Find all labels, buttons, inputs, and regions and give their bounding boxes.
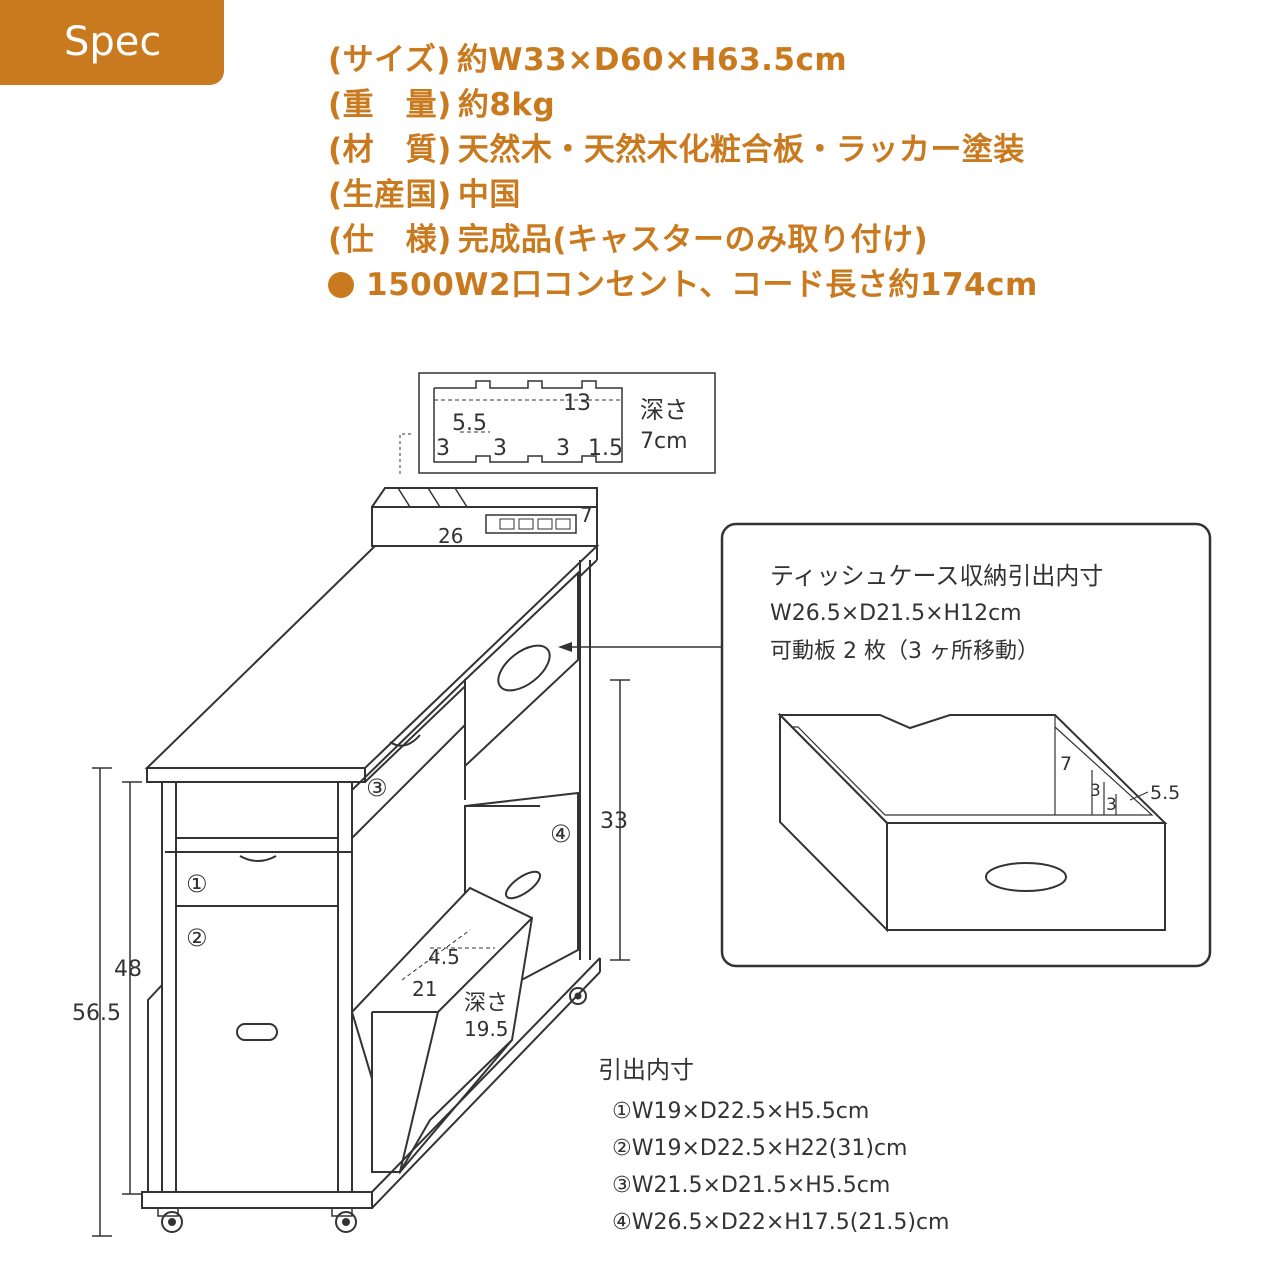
- tissue-dim-c: 5.5: [1150, 782, 1180, 804]
- spec-row-material: (材 質)天然木・天然木化粧合板・ラッカー塗装: [328, 128, 1038, 173]
- spec-value: 約8kg: [457, 87, 556, 123]
- outlet-icon: [499, 518, 515, 530]
- spec-label: (材 質): [328, 132, 452, 168]
- inner-dims-row: ③W21.5×D21.5×H5.5cm: [612, 1173, 891, 1198]
- tray-dim-c: 3: [556, 436, 570, 461]
- arrow-icon: [558, 642, 572, 652]
- marker-1: ①: [186, 870, 208, 898]
- spec-label: (生産国): [328, 177, 452, 213]
- tray-detail-frame: [418, 372, 716, 474]
- drawer-1-handle: [239, 855, 277, 862]
- tissue-title: ティッシュケース収納引出内寸: [770, 562, 1103, 590]
- tray-dim-total: 13: [563, 391, 591, 416]
- cabinet-base-side: [371, 971, 601, 1209]
- callout-leader: [558, 642, 722, 652]
- caster-icon: [331, 1207, 357, 1233]
- bullet-icon: [328, 272, 354, 298]
- marker-3: ③: [366, 774, 388, 802]
- tray-dim-section: 5.5: [452, 411, 487, 436]
- spec-row-outlet: 1500W2口コンセント、コード長さ約174cm: [328, 263, 1038, 308]
- tissue-dim-leader: [1129, 791, 1149, 801]
- tray-depth-value: 7cm: [640, 429, 688, 454]
- basket-depth-label: 深さ: [464, 991, 508, 1016]
- tissue-drawer-hole: [497, 644, 551, 692]
- outlet-strip: [485, 514, 577, 534]
- tissue-drawer-front-panel: [886, 822, 1166, 931]
- basket-dim-line: [401, 929, 471, 981]
- cabinet-base-side: [371, 957, 601, 1193]
- cabinet-left-post: [161, 781, 177, 1193]
- outlet-icon: [555, 518, 571, 530]
- caster-icon: [157, 1207, 183, 1233]
- tray-divider: [427, 487, 441, 508]
- dim-basket-45: 4.5: [428, 945, 460, 969]
- spec-value: 約W33×D60×H63.5cm: [456, 42, 848, 78]
- tissue-drawer-hole: [985, 862, 1067, 892]
- tray-divider: [454, 487, 468, 508]
- inner-dims-title: 引出内寸: [598, 1056, 694, 1084]
- basket-depth-value: 19.5: [464, 1017, 509, 1041]
- tray-divider: [397, 487, 411, 508]
- spec-row-size: (サイズ)約W33×D60×H63.5cm: [328, 38, 1038, 83]
- dim-tray-height: 7: [580, 503, 593, 527]
- tray-leader-line: [399, 433, 414, 474]
- outlet-icon: [518, 518, 534, 530]
- caster-icon: [569, 987, 587, 1005]
- spec-label: (サイズ): [328, 42, 451, 78]
- marker-2: ②: [186, 924, 208, 952]
- inner-dims-row: ②W19×D22.5×H22(31)cm: [612, 1136, 908, 1161]
- spec-list: (サイズ)約W33×D60×H63.5cm (重 量)約8kg (材 質)天然木…: [328, 38, 1038, 308]
- dim-basket-21: 21: [412, 977, 437, 1001]
- dim-height-56: 56.5: [72, 1001, 121, 1026]
- marker-4: ④: [550, 820, 572, 848]
- cabinet-top-tray-front: [371, 506, 598, 547]
- dimension-lines: [92, 679, 630, 1237]
- tray-detail: 13 5.5 3 3 3 1.5 深さ 7cm: [399, 372, 716, 474]
- spec-row-weight: (重 量)約8kg: [328, 83, 1038, 128]
- cabinet-mid-post: [337, 781, 353, 1193]
- spec-label: (仕 様): [328, 222, 452, 258]
- inner-dims-row: ④W26.5×D22×H17.5(21.5)cm: [612, 1210, 950, 1235]
- spec-row-origin: (生産国)中国: [328, 173, 1038, 218]
- tissue-dim-h: 7: [1060, 753, 1072, 775]
- outlet-icon: [537, 518, 553, 530]
- drawer-3-handle: [389, 734, 421, 747]
- tissue-dim-b: 3: [1106, 795, 1117, 815]
- tissue-note: 可動板 2 枚（3 ヶ所移動）: [770, 639, 1039, 664]
- tissue-drawer-inner: [792, 726, 1154, 816]
- spec-row-spec: (仕 様)完成品(キャスターのみ取り付け): [328, 218, 1038, 263]
- spec-value: 中国: [457, 177, 521, 213]
- dim-top-width: 26: [438, 524, 463, 548]
- drawer-2: [175, 905, 339, 1193]
- tilt-basket-edge: [437, 917, 533, 1013]
- spec-label: (重 量): [328, 87, 452, 123]
- drawer-4-handle: [504, 870, 542, 900]
- tissue-dim-a: 3: [1090, 781, 1101, 801]
- inner-dims-row: ①W19×D22.5×H5.5cm: [612, 1099, 870, 1124]
- tray-dim-b: 3: [493, 436, 507, 461]
- cabinet-left-flap: [147, 984, 163, 1192]
- cabinet-base: [141, 1191, 373, 1209]
- tray-dim-d: 1.5: [588, 436, 623, 461]
- spec-value: 完成品(キャスターのみ取り付け): [457, 222, 929, 258]
- tissue-size: W26.5×D21.5×H12cm: [770, 601, 1022, 626]
- tray-dim-a: 3: [436, 436, 450, 461]
- spec-value: 天然木・天然木化粧合板・ラッカー塗装: [457, 132, 1025, 168]
- tray-outline: [433, 380, 623, 463]
- tray-depth-label: 深さ: [640, 396, 688, 424]
- drawer-2-handle: [236, 1023, 278, 1041]
- cabinet-top-edge: [146, 767, 366, 783]
- dim-height-48: 48: [114, 957, 142, 982]
- spec-tab: Spec: [0, 0, 224, 85]
- dim-height-33: 33: [600, 809, 628, 834]
- tissue-drawer-front: [464, 570, 579, 769]
- inner-dims: 引出内寸 ①W19×D22.5×H5.5cm ②W19×D22.5×H22(31…: [598, 1050, 949, 1241]
- outlet-note: 1500W2口コンセント、コード長さ約174cm: [366, 267, 1038, 303]
- cabinet: 26 7 33 48 56.5 4.5 21 深さ 19.5 ③ ① ② ④: [72, 487, 630, 1237]
- tissue-callout: ティッシュケース収納引出内寸 W26.5×D21.5×H12cm 可動板 2 枚…: [720, 522, 1212, 968]
